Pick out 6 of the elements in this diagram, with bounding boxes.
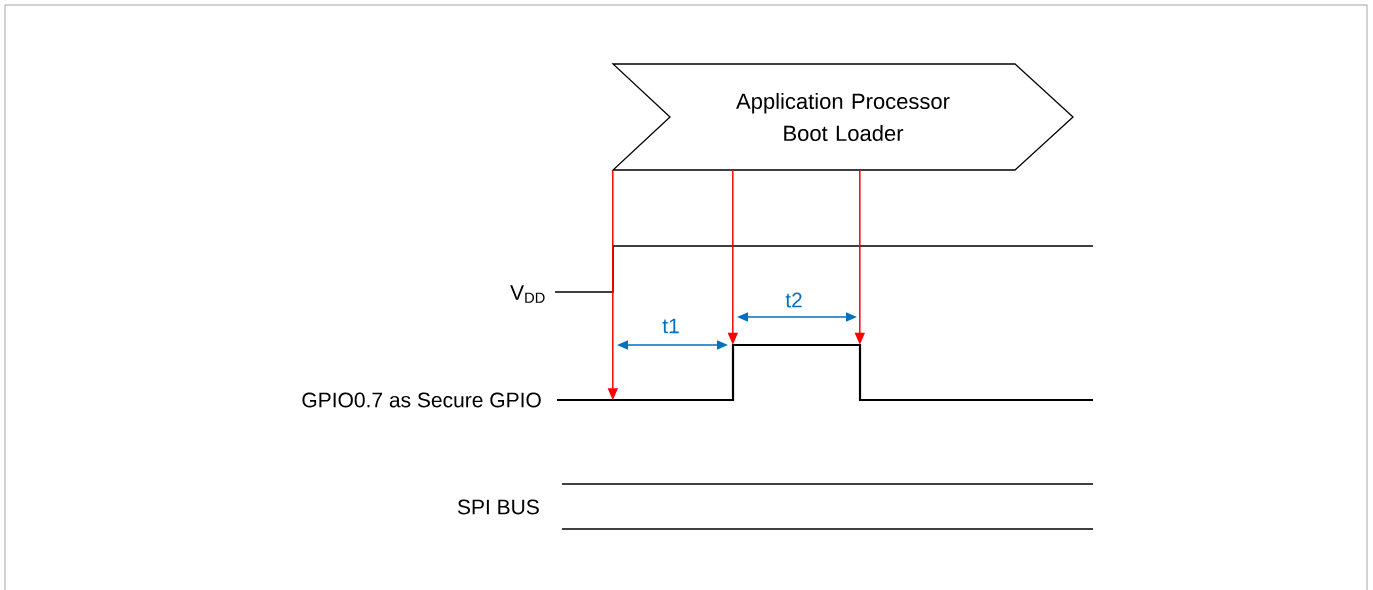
- waveform: [557, 343, 1093, 402]
- signal-label: GPIO0.7 as Secure GPIO: [302, 392, 541, 408]
- dimension-label: t2: [785, 292, 802, 308]
- signal-label: SPI BUS: [457, 499, 539, 515]
- signal-label: V$_{DD}$: [510, 285, 545, 303]
- chevron-box: Application Processor Boot Loader: [611, 63, 1074, 171]
